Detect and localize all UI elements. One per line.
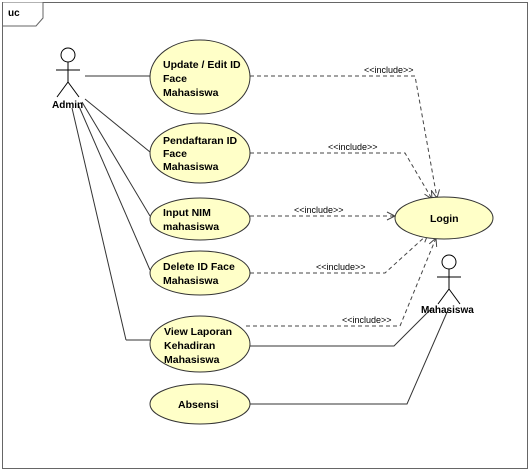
usecase-view-line2: Kehadiran <box>164 340 215 352</box>
usecase-update-line1: Update / Edit ID <box>163 59 241 71</box>
include-label-delete: <<include>> <box>316 262 366 272</box>
assoc-admin-delete <box>77 103 151 271</box>
actor-mahasiswa-head-icon <box>441 254 457 270</box>
assoc-admin-view <box>71 107 127 341</box>
include-view-login <box>246 238 436 327</box>
usecase-input-nim[interactable]: Input NIM mahasiswa <box>149 197 251 241</box>
usecase-input-nim-line1: Input NIM <box>163 207 211 219</box>
usecase-delete-line2: Mahasiswa <box>163 275 219 287</box>
actor-admin <box>56 47 80 98</box>
usecase-delete[interactable]: Delete ID Face Mahasiswa <box>149 250 251 296</box>
actor-admin-head-icon <box>60 47 76 63</box>
usecase-update-line2: Face <box>163 73 187 85</box>
usecase-update[interactable]: Update / Edit ID Face Mahasiswa <box>149 39 251 115</box>
assoc-mahasiswa-view <box>248 307 433 347</box>
assoc-mahasiswa-absensi <box>248 309 449 405</box>
include-label-view: <<include>> <box>342 315 392 325</box>
actor-admin-label: Admin <box>52 100 83 111</box>
assoc-admin-pendaftaran <box>84 98 151 153</box>
usecase-view-line3: Mahasiswa <box>164 354 220 366</box>
include-dependencies <box>246 75 437 327</box>
usecase-view-line1: View Laporan <box>164 326 232 338</box>
include-delete-login <box>250 234 428 274</box>
usecase-pendaftaran-line2: Face <box>163 148 187 160</box>
include-update-login <box>250 75 437 198</box>
usecase-pendaftaran[interactable]: Pendaftaran ID Face Mahasiswa <box>149 122 251 184</box>
associations <box>71 75 449 405</box>
usecase-absensi-label: Absensi <box>178 399 219 411</box>
actor-mahasiswa <box>437 254 461 305</box>
usecase-login[interactable]: Login <box>394 196 494 240</box>
include-pendaftaran-login <box>250 152 432 199</box>
include-label-pendaftaran: <<include>> <box>328 142 378 152</box>
usecase-input-nim-line2: mahasiswa <box>163 221 219 233</box>
include-label-update: <<include>> <box>364 65 414 75</box>
usecase-pendaftaran-line3: Mahasiswa <box>163 161 219 173</box>
assoc-admin-input-nim <box>81 101 151 217</box>
usecase-absensi[interactable]: Absensi <box>149 383 251 425</box>
usecase-update-line3: Mahasiswa <box>163 87 219 99</box>
usecase-pendaftaran-line1: Pendaftaran ID <box>163 135 238 147</box>
usecase-view[interactable]: View Laporan Kehadiran Mahasiswa <box>149 315 251 373</box>
frame-tab <box>2 2 44 27</box>
actor-mahasiswa-label: Mahasiswa <box>421 305 474 316</box>
include-label-input: <<include>> <box>294 205 344 215</box>
usecase-login-label: Login <box>430 213 459 225</box>
usecase-delete-line1: Delete ID Face <box>163 261 235 273</box>
frame-label: uc <box>8 8 20 19</box>
